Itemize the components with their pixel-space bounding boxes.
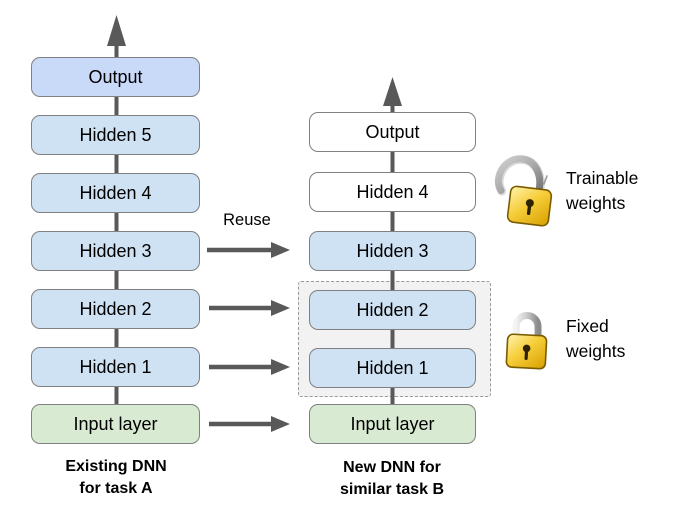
legend-trainable-line2: weights [566, 193, 626, 213]
transfer-arrow-hidden2 [209, 300, 290, 316]
layer-box-b-hidden3: Hidden 3 [309, 231, 476, 271]
legend-trainable-line1: Trainable [566, 168, 639, 188]
legend-fixed-line1: Fixed [566, 316, 609, 336]
layer-box-a-hidden2: Hidden 2 [31, 289, 200, 329]
layer-box-b-hidden1: Hidden 1 [309, 348, 476, 388]
caption-existing-dnn: Existing DNN for task A [11, 456, 221, 500]
layer-box-a-hidden4: Hidden 4 [31, 173, 200, 213]
layer-box-b-hidden2: Hidden 2 [309, 290, 476, 330]
legend-fixed-line2: weights [566, 341, 626, 361]
layer-box-a-hidden3: Hidden 3 [31, 231, 200, 271]
layer-box-b-input: Input layer [309, 404, 476, 444]
legend-trainable-label: Trainable weights [566, 166, 638, 216]
caption-new-line1: New DNN for [343, 459, 441, 476]
reuse-arrow [207, 242, 290, 258]
layer-box-a-hidden1: Hidden 1 [31, 347, 200, 387]
legend-fixed-label: Fixed weights [566, 314, 625, 364]
layer-box-a-input: Input layer [31, 404, 200, 444]
caption-existing-line1: Existing DNN [65, 458, 167, 475]
layer-box-b-hidden4: Hidden 4 [309, 172, 476, 212]
transfer-arrow-input [209, 416, 290, 432]
caption-new-dnn: New DNN for similar task B [287, 457, 497, 501]
layer-box-a-hidden5: Hidden 5 [31, 115, 200, 155]
caption-existing-line2: for task A [79, 480, 153, 497]
unlocked-padlock-icon [494, 155, 553, 227]
layer-box-b-output: Output [309, 112, 476, 152]
reuse-label: Reuse [223, 211, 271, 229]
transfer-arrow-hidden1 [209, 359, 290, 375]
layer-box-a-output: Output [31, 57, 200, 97]
locked-padlock-icon [505, 312, 548, 370]
caption-new-line2: similar task B [339, 481, 445, 498]
